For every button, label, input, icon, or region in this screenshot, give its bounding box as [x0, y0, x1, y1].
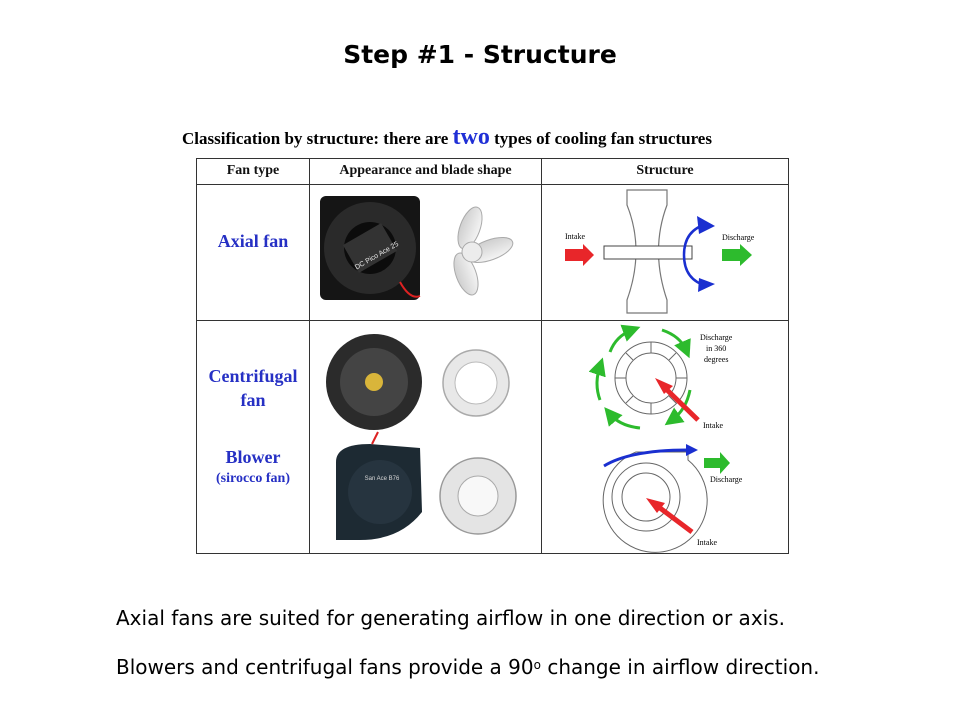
row-centrifugal-line2: fan	[240, 390, 266, 410]
discharge-360-line2: in 360	[706, 344, 726, 353]
row-blower-line2: (sirocco fan)	[216, 471, 290, 486]
axial-discharge-label: Discharge	[722, 233, 755, 242]
row-centrifugal-line1: Centrifugal	[208, 366, 298, 386]
header-appearance: Appearance and blade shape	[339, 163, 512, 178]
discharge-360-line3: degrees	[704, 355, 728, 364]
body-line-axial: Axial fans are suited for generating air…	[116, 606, 785, 630]
centrifugal-structure-diagram	[588, 324, 700, 430]
blower-discharge-label: Discharge	[710, 475, 743, 484]
blower-fan-photo: San Ace B76	[336, 431, 422, 540]
slide-title: Step #1 - Structure	[343, 40, 617, 69]
blower-impeller-photo	[439, 457, 517, 535]
header-structure: Structure	[636, 163, 694, 178]
caption-suffix: types of cooling fan structures	[489, 129, 712, 148]
discharge-360-line1: Discharge	[700, 333, 733, 342]
body-line-blower-prefix: Blowers and centrifugal fans provide a 9…	[116, 655, 534, 679]
row-axial-fan: Axial fan	[217, 231, 289, 251]
row-blower-line1: Blower	[225, 447, 281, 467]
blower-intake-label: Intake	[697, 538, 717, 547]
centrifugal-intake-label: Intake	[703, 421, 723, 430]
fan-classification-table: DC Pico Ace 25 Intake Discharge	[196, 158, 789, 554]
axial-structure-diagram	[565, 189, 752, 314]
centrifugal-impeller-photo	[442, 349, 510, 417]
centrifugal-fan-photo	[326, 334, 422, 430]
blower-product-label: San Ace B76	[365, 476, 400, 482]
caption-prefix: Classification by structure: there are	[182, 129, 453, 148]
caption-emphasis: two	[452, 124, 490, 150]
axial-intake-label: Intake	[565, 232, 585, 241]
degree-superscript: o	[533, 658, 541, 672]
table-caption: Classification by structure: there are t…	[182, 124, 794, 151]
body-line-blower: Blowers and centrifugal fans provide a 9…	[116, 655, 819, 679]
table-grid	[196, 158, 789, 554]
axial-fan-photo: DC Pico Ace 25	[320, 196, 421, 300]
header-fan-type: Fan type	[226, 163, 280, 178]
blower-structure-diagram	[602, 444, 730, 553]
axial-impeller-photo	[453, 206, 514, 296]
body-line-blower-suffix: change in airflow direction.	[540, 655, 820, 679]
